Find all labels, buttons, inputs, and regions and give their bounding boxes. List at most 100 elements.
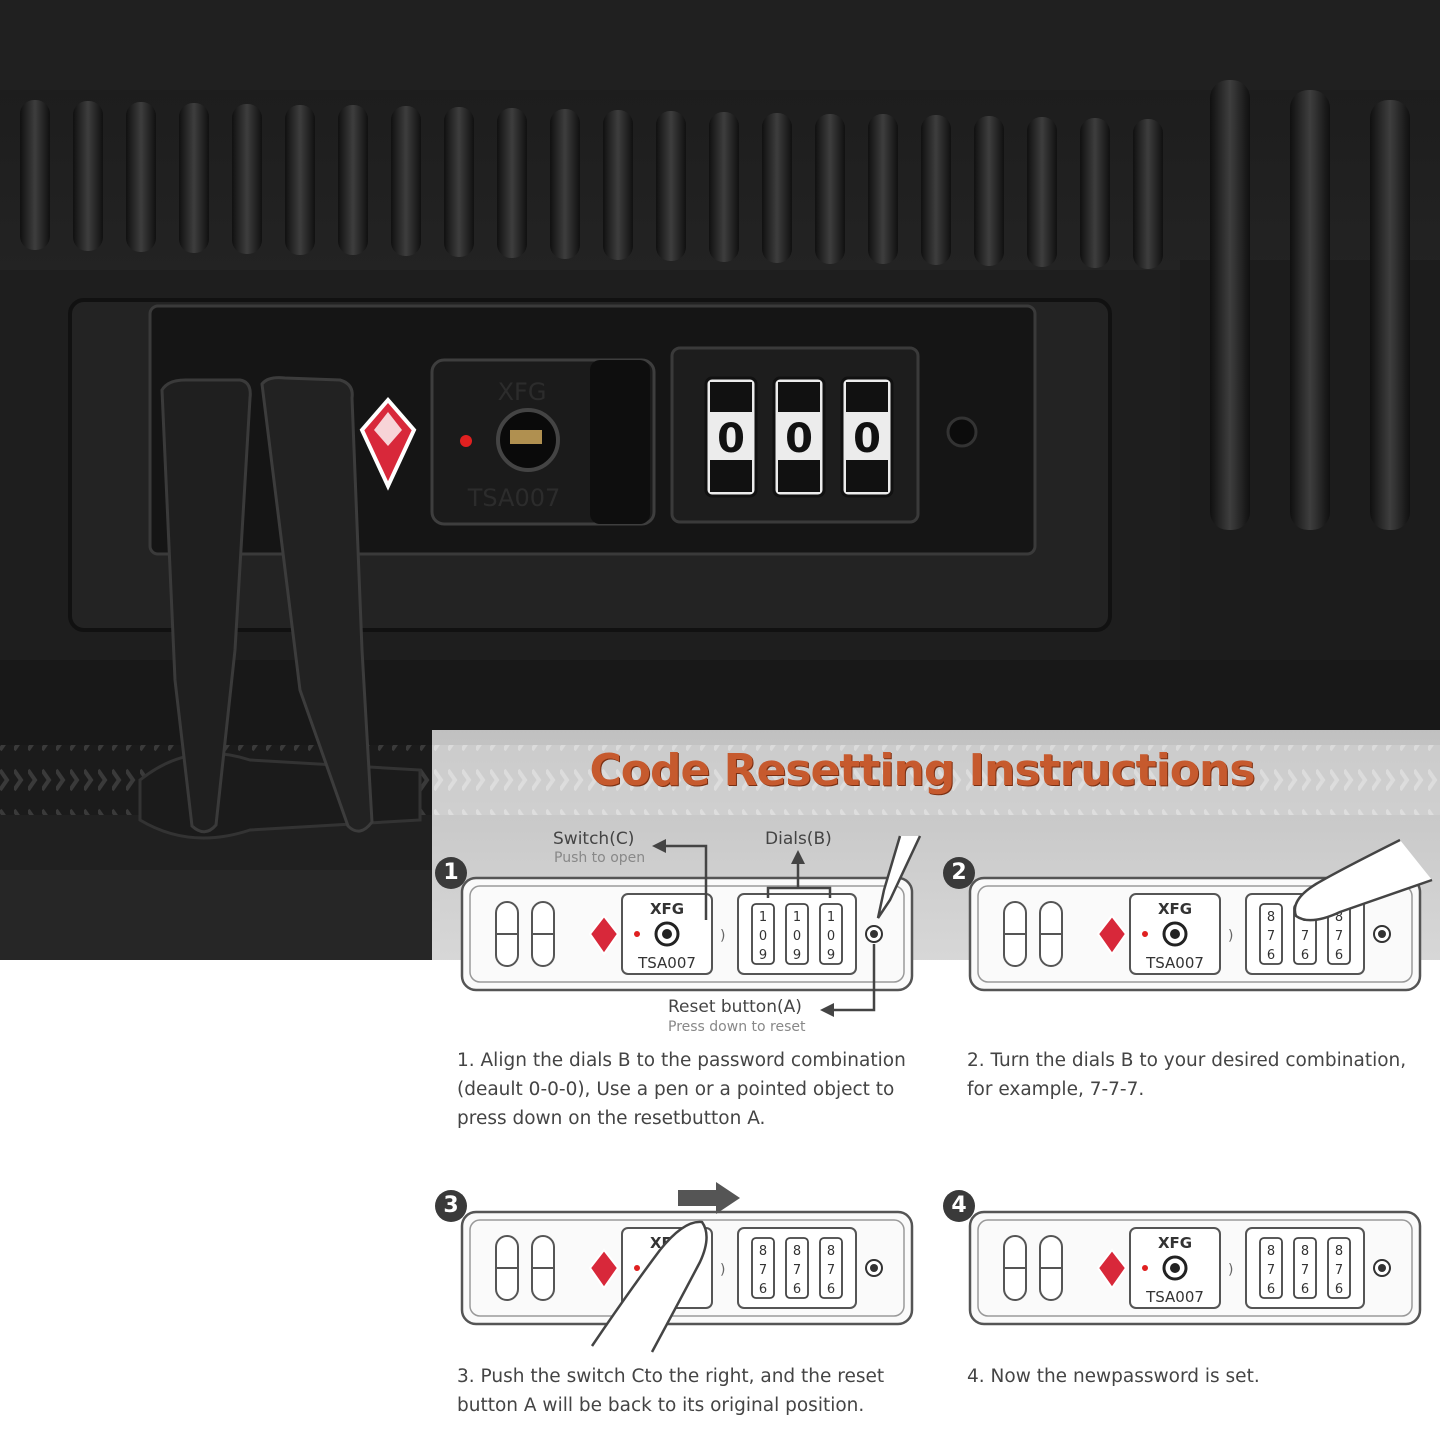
svg-text:): ): [720, 1262, 725, 1278]
photo-dial-digit: 0: [717, 416, 745, 462]
diagram-model: TSA007: [1145, 1288, 1204, 1306]
diagram-dial-digit: 8: [1335, 910, 1343, 925]
diagram-dial-digit: 7: [1335, 929, 1343, 944]
diagram-brand: XFG: [1158, 900, 1192, 918]
diagram-dial-digit: 0: [793, 929, 801, 944]
step-1-text: 1. Align the dials B to the password com…: [457, 1046, 927, 1133]
step-4-text: 4. Now the newpassword is set.: [967, 1362, 1437, 1391]
step-4-badge: 4: [943, 1190, 975, 1222]
shell-ridge: [126, 102, 156, 252]
diagram-dial-digit: 7: [1267, 929, 1275, 944]
diagram-dial-digit: 6: [793, 1282, 801, 1297]
shell-ridge: [709, 112, 739, 262]
shell-ridge: [232, 104, 262, 254]
step-4-line-1: 4. Now the newpassword is set.: [967, 1366, 1260, 1387]
diagram-dial: [1259, 1237, 1283, 1299]
shell-ridge: [868, 114, 898, 264]
lock-model: TSA007: [467, 484, 561, 512]
diagram-brand: XFG: [1158, 1234, 1192, 1252]
diagram-dial: [751, 1237, 775, 1299]
diagram-dial-digit: 8: [1301, 1244, 1309, 1259]
diagram-dial-digit: 0: [759, 929, 767, 944]
step-1-line-1: 1. Align the dials B to the password com…: [457, 1050, 906, 1071]
shell-ridge: [1027, 117, 1057, 267]
diagram-dial-digit: 9: [827, 948, 835, 963]
diagram-dial-digit: 7: [827, 1263, 835, 1278]
instructions-title: Code Resetting Instructions: [589, 745, 1255, 796]
suitcase-ridges: [20, 100, 1163, 269]
shell-ridge: [285, 105, 315, 255]
shell-ridge: [762, 113, 792, 263]
diagram-dial-digit: 7: [793, 1263, 801, 1278]
diagram-dial-digit: 9: [759, 948, 767, 963]
photo-dial-digit: 0: [853, 416, 881, 462]
shell-ridge: [921, 115, 951, 265]
diagram-model: TSA007: [1145, 954, 1204, 972]
svg-text:): ): [720, 928, 725, 944]
diagram-dial: [1327, 1237, 1351, 1299]
diagram-dial: [785, 1237, 809, 1299]
step-2-badge: 2: [943, 857, 975, 889]
switch-label: Switch(C): [553, 829, 635, 849]
step-3-line-1: 3. Push the switch Cto the right, and th…: [457, 1366, 885, 1387]
shell-ridge: [1080, 118, 1110, 268]
tsa-diamond-icon: [1096, 1248, 1128, 1290]
diagram-dial-digit: 7: [1301, 929, 1309, 944]
diagram-dial-digit: 7: [759, 1263, 767, 1278]
shell-ridge: [444, 107, 474, 257]
diagram-dial-digit: 1: [793, 910, 801, 925]
reset-label: Reset button(A): [668, 997, 802, 1017]
diagram-dial-digit: 7: [1335, 1263, 1343, 1278]
diagram-dial-digit: 0: [827, 929, 835, 944]
diagram-dial: [751, 903, 775, 965]
diagram-dial-digit: 6: [1335, 1282, 1343, 1297]
photo-dial: 0: [840, 376, 894, 498]
shell-ridge: [338, 105, 368, 255]
step-2-line-2: for example, 7-7-7.: [967, 1079, 1145, 1100]
photo-dial-digit: 0: [785, 416, 813, 462]
reset-sublabel: Press down to reset: [668, 1019, 806, 1035]
svg-text:): ): [1228, 928, 1233, 944]
shell-ridge: [73, 101, 103, 251]
diagram-brand: XFG: [650, 900, 684, 918]
shell-ridge: [550, 109, 580, 259]
diagram-dial-digit: 6: [1267, 948, 1275, 963]
diagram-dial-digit: 8: [759, 1244, 767, 1259]
tsa-logo: [359, 396, 417, 491]
diagram-dial-digit: 8: [1335, 1244, 1343, 1259]
shell-ridge: [20, 100, 50, 250]
tsa-diamond-icon: [588, 914, 620, 956]
svg-text:): ): [1228, 1262, 1233, 1278]
step-2-text: 2. Turn the dials B to your desired comb…: [967, 1046, 1437, 1104]
diagram-dial-digit: 6: [759, 1282, 767, 1297]
diagram-dial-digit: 7: [1301, 1263, 1309, 1278]
lock-brand: XFG: [498, 378, 547, 406]
shell-ridge: [656, 111, 686, 261]
diagram-dial-digit: 1: [827, 910, 835, 925]
diagram-dial-digit: 6: [1335, 948, 1343, 963]
indicator-dot: [460, 435, 472, 447]
switch-sublabel: Push to open: [554, 850, 646, 866]
diagram-dial-digit: 7: [1267, 1263, 1275, 1278]
diagram-dial-digit: 1: [759, 910, 767, 925]
dials-label: Dials(B): [765, 829, 832, 849]
diagram-dial-digit: 9: [793, 948, 801, 963]
shell-ridge: [179, 103, 209, 253]
step-3-text: 3. Push the switch Cto the right, and th…: [457, 1362, 927, 1420]
shell-ridge: [815, 114, 845, 264]
tsa-diamond-icon: [1096, 914, 1128, 956]
step-3-line-2: button A will be back to its original po…: [457, 1395, 865, 1416]
shell-ridge: [974, 116, 1004, 266]
diagram-dial-digit: 6: [1267, 1282, 1275, 1297]
tsa-diamond-icon: [588, 1248, 620, 1290]
diagram-dial-digit: 8: [1267, 910, 1275, 925]
shell-ridge: [1133, 119, 1163, 269]
step-1-line-2: (deault 0-0-0), Use a pen or a pointed o…: [457, 1079, 895, 1100]
diagram-model: TSA007: [637, 954, 696, 972]
photo-dial: 0: [704, 376, 758, 498]
reset-hole: [946, 416, 978, 448]
